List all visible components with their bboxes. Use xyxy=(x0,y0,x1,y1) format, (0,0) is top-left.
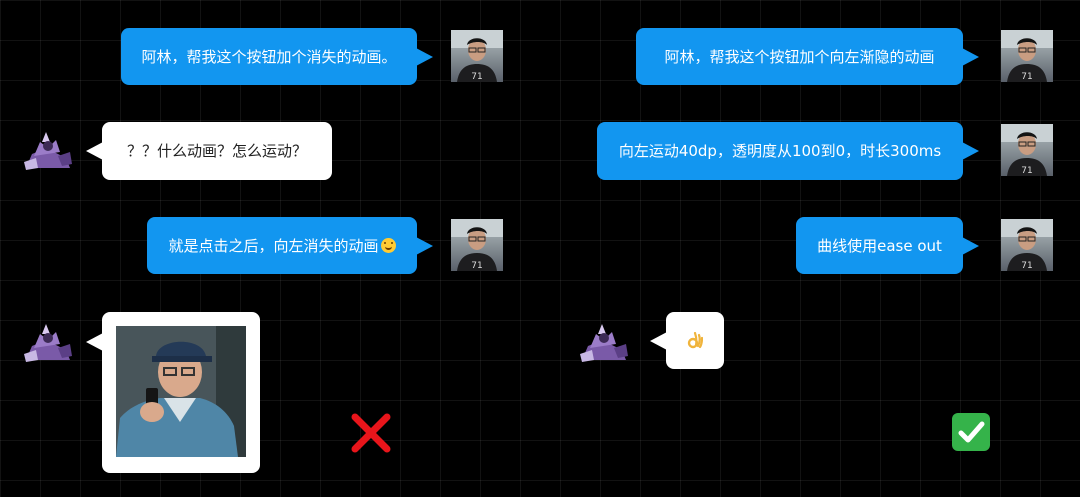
assistant-avatar xyxy=(20,128,74,172)
ok-hand-emoji-icon xyxy=(687,331,703,348)
user-message-bubble: 阿林，帮我这个按钮加个消失的动画。 xyxy=(121,28,433,85)
user-message-bubble: 曲线使用ease out xyxy=(796,217,979,274)
user-message-bubble: 向左运动40dp，透明度从100到0，时长300ms xyxy=(597,122,979,180)
svg-text:71: 71 xyxy=(471,261,482,271)
user-message-bubble: 就是点击之后，向左消失的动画 xyxy=(147,217,433,274)
user-avatar: 71 xyxy=(451,30,503,82)
chat-panel-good-example: 阿林，帮我这个按钮加个向左渐隐的动画 71 向左运动40dp，透明度从100到0… xyxy=(540,0,1080,497)
svg-text:71: 71 xyxy=(1021,261,1032,271)
svg-text:71: 71 xyxy=(471,72,482,82)
check-mark-icon xyxy=(952,413,990,451)
message-text: 曲线使用ease out xyxy=(817,236,942,255)
user-avatar: 71 xyxy=(1001,219,1053,271)
assistant-message-bubble: ？？什么动画？怎么运动？ xyxy=(86,122,332,180)
cross-mark-icon xyxy=(351,413,391,453)
user-avatar: 71 xyxy=(451,219,503,271)
assistant-avatar xyxy=(576,320,630,364)
message-text: 阿林，帮我这个按钮加个消失的动画。 xyxy=(141,47,397,66)
message-text: 阿林，帮我这个按钮加个向左渐隐的动画 xyxy=(664,47,935,66)
message-text: 就是点击之后，向左消失的动画 xyxy=(168,236,379,255)
message-text: 向左运动40dp，透明度从100到0，时长300ms xyxy=(618,142,942,160)
svg-text:71: 71 xyxy=(1021,166,1032,176)
assistant-message-bubble xyxy=(650,312,724,369)
chat-panel-bad-example: 阿林，帮我这个按钮加个消失的动画。 71 ？？什么动画？怎么运动？ 就是点击之后… xyxy=(20,28,503,473)
user-avatar: 71 xyxy=(1001,124,1053,176)
assistant-avatar xyxy=(20,320,74,364)
user-message-bubble: 阿林，帮我这个按钮加个向左渐隐的动画 xyxy=(636,28,979,85)
smile-emoji-icon xyxy=(380,238,396,253)
user-avatar: 71 xyxy=(1001,30,1053,82)
message-text: ？？什么动画？怎么运动？ xyxy=(126,142,307,160)
svg-text:71: 71 xyxy=(1021,72,1032,82)
old-man-phone-meme-image xyxy=(116,326,246,457)
reaction-image-bubble xyxy=(86,312,260,473)
